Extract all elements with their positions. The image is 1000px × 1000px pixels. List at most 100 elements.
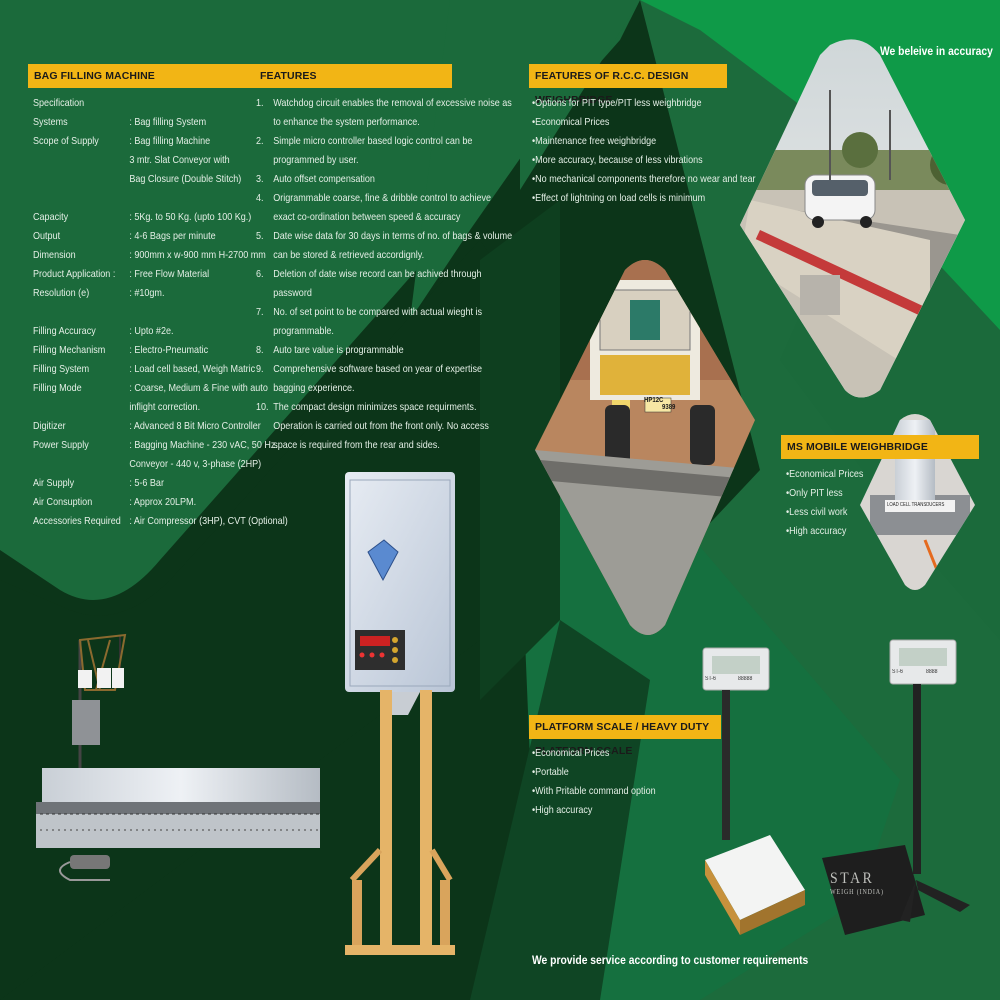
- feature-text: Simple micro controller based logic cont…: [273, 135, 473, 166]
- spec-key: Power Supply: [33, 439, 89, 451]
- spec-key: Dimension: [33, 249, 76, 261]
- spec-value: : Approx 20LPM.: [129, 496, 197, 508]
- spec-value: : Coarse, Medium & Fine with auto: [129, 382, 268, 394]
- spec-row: [33, 303, 288, 322]
- display-left-label: ST-6: [705, 676, 716, 682]
- bullet-item: •More accuracy, because of less vibratio…: [532, 154, 703, 166]
- bullet-item: •With Pritable command option: [532, 785, 656, 797]
- bullet-item: •Economical Prices: [532, 116, 610, 128]
- feature-text: The compact design minimizes space requi…: [273, 401, 489, 451]
- ms-mobile-list: •Economical Prices•Only PIT less•Less ci…: [786, 465, 863, 541]
- display-right-label: ST-6: [892, 669, 903, 675]
- feature-text: Origrammable coarse, fine & dribble cont…: [273, 192, 492, 223]
- spec-value: : Bag filling System: [129, 116, 207, 128]
- tagline-bottom: We provide service according to customer…: [532, 953, 809, 967]
- brand-logo-main: STAR: [830, 870, 875, 887]
- spec-key: Capacity: [33, 211, 69, 223]
- spec-row: Scope of Supply : Bag filling Machine: [33, 132, 288, 151]
- spec-key: Scope of Supply: [33, 135, 99, 147]
- spec-row: Output: 4-6 Bags per minute: [33, 227, 288, 246]
- spec-value: Conveyor - 440 v, 3-phase (2HP): [129, 458, 262, 470]
- spec-heading: Specification: [33, 97, 85, 109]
- tagline-top: We beleive in accuracy: [880, 44, 993, 58]
- spec-value: : Load cell based, Weigh Matric: [129, 363, 256, 375]
- bullet-item: •Maintenance free weighbridge: [532, 135, 657, 147]
- spec-value: : Electro-Pneumatic: [129, 344, 209, 356]
- spec-row: 3 mtr. Slat Conveyor with: [33, 151, 288, 170]
- feature-item: 4.Origrammable coarse, fine & dribble co…: [256, 189, 514, 227]
- spec-key: Resolution (e): [33, 287, 90, 299]
- spec-key: Digitizer: [33, 420, 66, 432]
- spec-key: [33, 398, 129, 417]
- spec-value: : Air Compressor (3HP), CVT (Optional): [129, 515, 288, 527]
- bullet-item: •Less civil work: [786, 506, 848, 518]
- platform-header: PLATFORM SCALE / HEAVY DUTY PLATFORM SCA…: [529, 715, 721, 757]
- features-header: FEATURES: [254, 64, 452, 88]
- bag-filling-spec: Specification Systems : Bag filling Syste…: [33, 94, 288, 531]
- spec-value: : Advanced 8 Bit Micro Controller: [129, 420, 261, 432]
- platform-list: •Economical Prices•Portable•With Pritabl…: [532, 744, 656, 820]
- truck-plate-top: HP12C: [644, 397, 664, 404]
- feature-item: 9.Comprehensive software based on year o…: [256, 360, 514, 398]
- feature-number: 6.: [256, 268, 264, 280]
- feature-text: Deletion of date wise record can be achi…: [273, 268, 482, 299]
- feature-number: 9.: [256, 363, 264, 375]
- spec-row: Filling Mechanism : Electro-Pneumatic: [33, 341, 288, 360]
- spec-value: Bag Closure (Double Stitch): [129, 173, 242, 185]
- spec-key: [33, 170, 129, 189]
- spec-value: : #10gm.: [129, 287, 165, 299]
- feature-text: Auto tare value is programmable: [273, 344, 404, 356]
- bullet-item: •Effect of lightning on load cells is mi…: [532, 192, 706, 204]
- feature-item: 7.No. of set point to be compared with a…: [256, 303, 514, 341]
- brand-logo-sub: WEIGH (INDIA): [830, 888, 884, 896]
- feature-item: 3.Auto offset compensation: [256, 170, 514, 189]
- truck-plate-number: 9389: [662, 404, 676, 411]
- feature-item: 2. Simple micro controller based logic co…: [256, 132, 514, 170]
- spec-key: Filling Mode: [33, 382, 82, 394]
- bullet-item: •Only PIT less: [786, 487, 843, 499]
- spec-value: : Bag filling Machine: [129, 135, 211, 147]
- conveyor-machine-photo: [36, 633, 320, 881]
- features-list: 1. Watchdog circuit enables the removal o…: [256, 94, 514, 455]
- spec-key: [33, 189, 129, 208]
- spec-row: Conveyor - 440 v, 3-phase (2HP): [33, 455, 288, 474]
- spec-value: : Free Flow Material: [129, 268, 210, 280]
- spec-key: Systems: [33, 116, 68, 128]
- spec-row: Filling System: Load cell based, Weigh M…: [33, 360, 288, 379]
- spec-row: [33, 189, 288, 208]
- spec-row: Air Consuption : Approx 20LPM.: [33, 493, 288, 512]
- spec-key: Filling Accuracy: [33, 325, 96, 337]
- bullet-item: •Options for PIT type/PIT less weighbrid…: [532, 97, 702, 109]
- feature-item: 10. The compact design minimizes space re…: [256, 398, 514, 455]
- spec-value: : Upto #2e.: [129, 325, 174, 337]
- feature-item: 8. Auto tare value is programmable: [256, 341, 514, 360]
- spec-row: Power Supply: Bagging Machine - 230 vAC,…: [33, 436, 288, 455]
- feature-text: Watchdog circuit enables the removal of …: [273, 97, 512, 128]
- spec-row: Resolution (e) : #10gm.: [33, 284, 288, 303]
- spec-row: inflight correction.: [33, 398, 288, 417]
- feature-number: 7.: [256, 306, 264, 318]
- feature-number: 2.: [256, 135, 264, 147]
- feature-number: 5.: [256, 230, 264, 242]
- spec-row: Digitizer : Advanced 8 Bit Micro Controll…: [33, 417, 288, 436]
- feature-item: 1. Watchdog circuit enables the removal o…: [256, 94, 514, 132]
- bullet-item: •Economical Prices: [532, 747, 610, 759]
- spec-row: Bag Closure (Double Stitch): [33, 170, 288, 189]
- spec-row: Product Application : : Free Flow Materia…: [33, 265, 288, 284]
- spec-row: Dimension: 900mm x w-900 mm H-2700 mm: [33, 246, 288, 265]
- feature-number: 10.: [256, 401, 269, 413]
- spec-row: Accessories Required: Air Compressor (3H…: [33, 512, 288, 531]
- bright-stripe-top: [640, 0, 1000, 380]
- spec-key: Product Application :: [33, 268, 116, 280]
- spec-key: Output: [33, 230, 61, 242]
- feature-number: 1.: [256, 97, 264, 109]
- spec-key: Air Consuption: [33, 496, 93, 508]
- spec-value: inflight correction.: [129, 401, 201, 413]
- spec-value: : 5Kg. to 50 Kg. (upto 100 Kg.): [129, 211, 252, 223]
- feature-number: 8.: [256, 344, 264, 356]
- spec-key: Filling Mechanism: [33, 344, 106, 356]
- spec-row: Filling Accuracy : Upto #2e.: [33, 322, 288, 341]
- load-cell-label: LOAD CELL TRANSDUCERS: [887, 502, 945, 508]
- display-left-readout: 88888: [738, 676, 753, 682]
